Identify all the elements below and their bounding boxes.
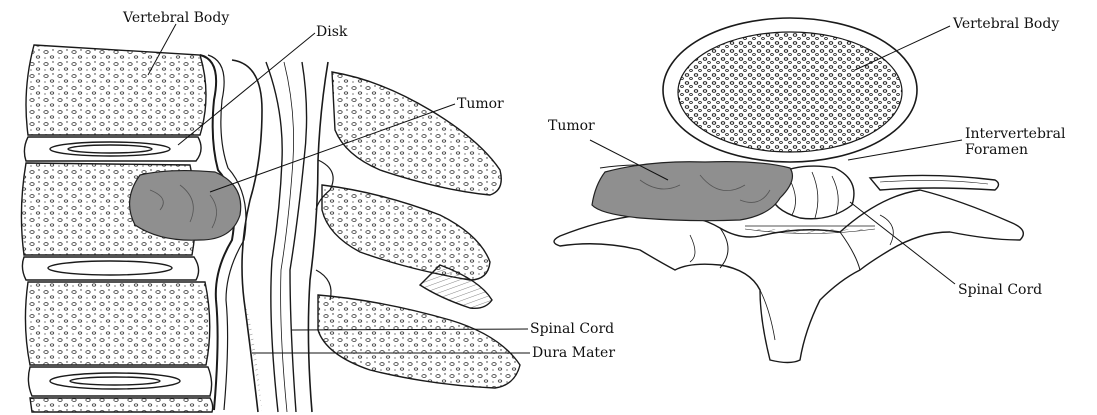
disk-lower	[28, 367, 211, 396]
label-tumor-right: Tumor	[548, 118, 595, 134]
vertebral-body-lower	[25, 282, 209, 365]
spinous-process-upper	[332, 72, 501, 195]
tumor-sagittal	[130, 171, 241, 241]
label-vertebral-body-left: Vertebral Body	[123, 10, 229, 26]
spinal-cord-sagittal	[266, 62, 282, 412]
label-spinal-cord-left: Spinal Cord	[530, 321, 614, 337]
dura-mater	[232, 60, 262, 412]
label-foramen: Foramen	[965, 142, 1028, 158]
disk-upper	[24, 137, 201, 161]
label-intervertebral: Intervertebral	[965, 126, 1065, 142]
label-tumor-left: Tumor	[457, 96, 504, 112]
label-spinal-cord-right: Spinal Cord	[958, 282, 1042, 298]
spinous-process-middle	[322, 185, 490, 280]
sagittal-view	[21, 24, 530, 412]
label-dura-mater: Dura Mater	[532, 345, 615, 361]
tumor-axial	[592, 162, 792, 221]
vertebral-body-upper	[26, 45, 206, 135]
label-disk: Disk	[316, 24, 347, 40]
spinous-process-lower	[318, 295, 520, 388]
label-vertebral-body-right: Vertebral Body	[953, 16, 1059, 32]
axial-view	[554, 18, 1023, 363]
